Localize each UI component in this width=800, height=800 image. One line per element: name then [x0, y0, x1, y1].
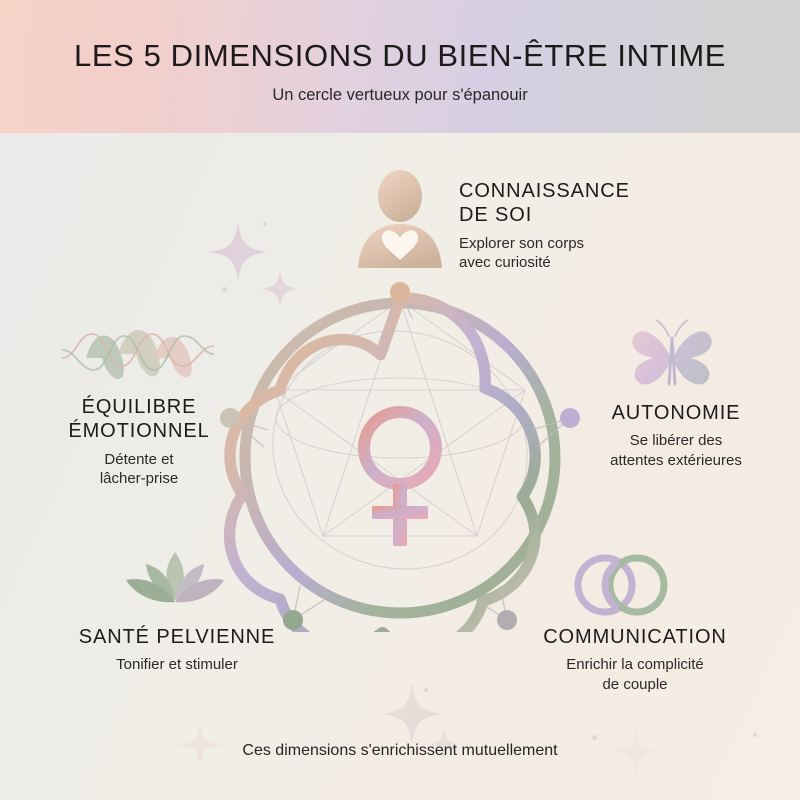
- dimension-description: Enrichir la complicité de couple: [566, 656, 704, 693]
- venus-symbol: [358, 406, 442, 546]
- sparkle-dot: [592, 735, 597, 740]
- dimension-title: COMMUNICATION: [543, 626, 727, 648]
- dimension-title: ÉQUILIBRE ÉMOTIONNEL: [68, 396, 210, 443]
- dimension-description: Explorer son corps avec curiosité: [459, 234, 585, 272]
- dimension-label-autonomie[interactable]: AUTONOMIE Se libérer des attentes extéri…: [576, 401, 776, 470]
- dimension-label-pelvienne[interactable]: SANTÉ PELVIENNE Tonifier et stimuler: [48, 625, 306, 675]
- heart-icon: [382, 230, 418, 260]
- linked-rings-icon: [574, 554, 668, 616]
- dimension-description: Tonifier et stimuler: [116, 656, 238, 674]
- dimension-description: Se libérer des attentes extérieures: [610, 432, 742, 469]
- page-title: LES 5 DIMENSIONS DU BIEN-ÊTRE INTIME: [73, 38, 727, 73]
- header-band: [0, 0, 800, 133]
- lotus-icon: [126, 552, 224, 603]
- flower-petals: [223, 291, 541, 632]
- page-subtitle: Un cercle vertueux pour s'épanouir: [272, 86, 528, 104]
- wave-icon: [61, 330, 215, 379]
- sparkle-dot: [222, 287, 227, 292]
- dimension-label-communication[interactable]: COMMUNICATION Enrichir la complicité de …: [505, 625, 765, 694]
- dimension-label-equilibre[interactable]: ÉQUILIBRE ÉMOTIONNEL Détente et lâcher-p…: [28, 395, 250, 489]
- dimension-title: SANTÉ PELVIENNE: [78, 626, 276, 648]
- sparkle-dot: [753, 733, 757, 737]
- dimension-label-connaissance[interactable]: CONNAISSANCE DE SOI Explorer son corps a…: [459, 179, 689, 273]
- person-heart-icon: [358, 170, 442, 268]
- footer-note: Ces dimensions s'enrichissent mutuelleme…: [242, 742, 558, 759]
- dimension-title: CONNAISSANCE DE SOI: [459, 180, 630, 227]
- dimension-title: AUTONOMIE: [611, 402, 741, 424]
- central-mandala: [223, 291, 561, 632]
- dimension-description: Détente et lâcher-prise: [99, 450, 179, 488]
- sparkle-dot: [263, 222, 267, 226]
- butterfly-icon: [632, 319, 712, 386]
- sparkle-dot: [424, 688, 428, 692]
